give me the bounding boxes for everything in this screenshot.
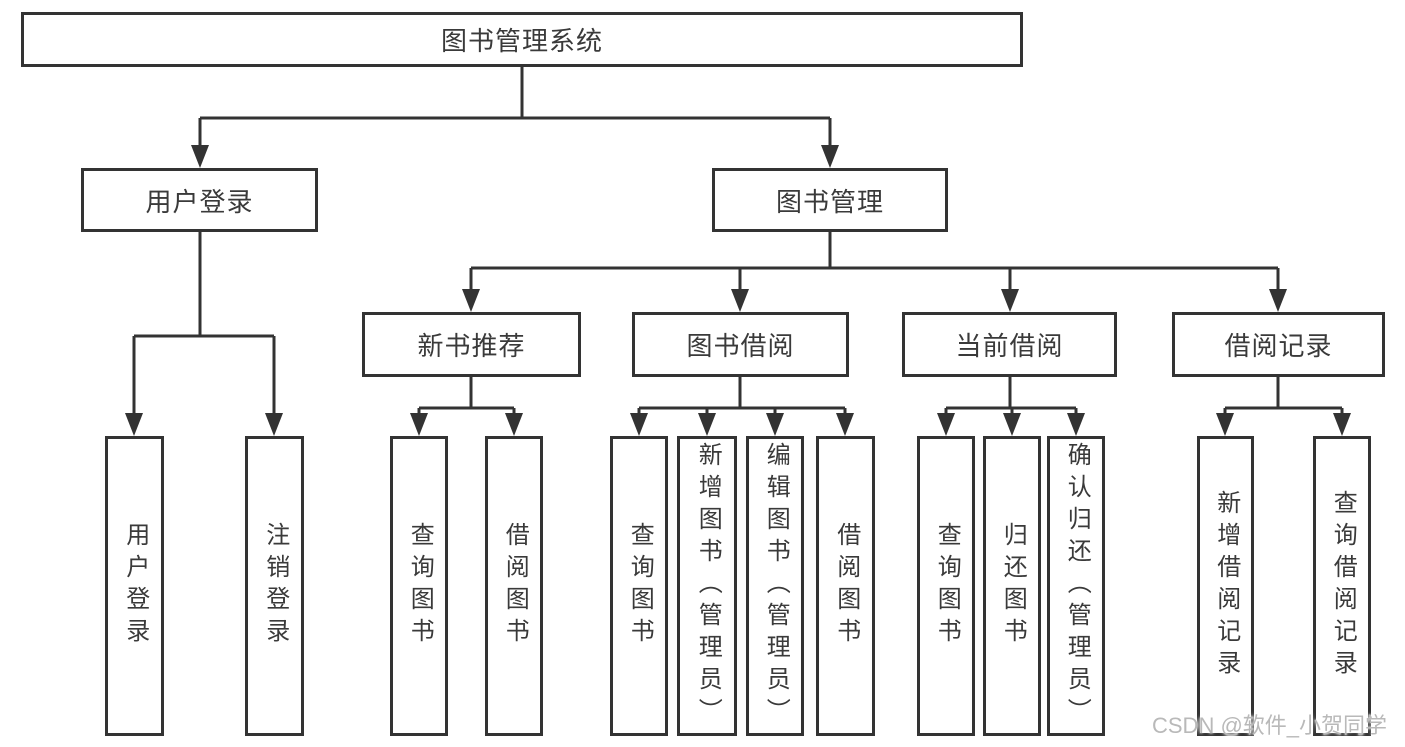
arrowhead-icon [1333, 413, 1351, 436]
leaf-edit-book-admin: 编辑图书（管理员） [746, 436, 804, 736]
arrowhead-icon [1216, 413, 1234, 436]
leaf-label: 确认归还（管理员） [1063, 442, 1091, 730]
leaf-label: 注销登录 [261, 522, 289, 650]
leaf-label: 借阅图书 [832, 522, 860, 650]
arrowhead-icon [821, 145, 839, 168]
leaf-label: 借阅图书 [501, 522, 529, 650]
connector-book-mgmt-branch [469, 232, 1280, 296]
arrowhead-icon [265, 413, 283, 436]
leaf-label: 查询图书 [626, 522, 654, 650]
leaf-label: 用户登录 [121, 522, 149, 650]
arrowhead-icon [505, 413, 523, 436]
connector-user-login-branch [132, 232, 276, 420]
leaf-query-books-borrowing: 查询图书 [610, 436, 668, 736]
arrowhead-icon [1269, 289, 1287, 312]
arrowhead-icon [1003, 413, 1021, 436]
leaf-label: 归还图书 [999, 522, 1027, 650]
arrowhead-icon [766, 413, 784, 436]
arrowhead-icon [630, 413, 648, 436]
arrowheads [125, 145, 1351, 436]
leaf-label: 查询图书 [406, 522, 434, 650]
leaf-logout: 注销登录 [245, 436, 304, 736]
arrowhead-icon [191, 145, 209, 168]
node-library-management-system: 图书管理系统 [21, 12, 1023, 67]
leaf-add-borrow-record: 新增借阅记录 [1197, 436, 1254, 736]
leaf-label: 编辑图书（管理员） [762, 442, 790, 730]
leaf-label: 查询图书 [933, 522, 961, 650]
node-book-borrowing: 图书借阅 [632, 312, 849, 377]
connector-root-to-level2 [198, 67, 832, 152]
arrowhead-icon [731, 289, 749, 312]
node-new-book-recommendation: 新书推荐 [362, 312, 581, 377]
arrowhead-icon [937, 413, 955, 436]
leaf-label: 查询借阅记录 [1329, 490, 1357, 682]
connector-paths [132, 67, 1344, 420]
connector-borrow-record-branch [1223, 377, 1344, 420]
node-borrowing-records: 借阅记录 [1172, 312, 1385, 377]
arrowhead-icon [462, 289, 480, 312]
arrowhead-icon [836, 413, 854, 436]
leaf-return-books: 归还图书 [983, 436, 1041, 736]
connector-book-borrow-branch [637, 377, 847, 420]
leaf-query-books-recommend: 查询图书 [390, 436, 448, 736]
csdn-watermark: CSDN @软件_小贺同学 [1152, 713, 1388, 738]
arrowhead-icon [1001, 289, 1019, 312]
arrowhead-icon [125, 413, 143, 436]
leaf-label: 新增借阅记录 [1212, 490, 1240, 682]
leaf-confirm-return-admin: 确认归还（管理员） [1047, 436, 1105, 736]
leaf-label: 新增图书（管理员） [694, 442, 722, 730]
leaf-borrow-books-borrowing: 借阅图书 [816, 436, 875, 736]
arrowhead-icon [1067, 413, 1085, 436]
node-current-borrowing: 当前借阅 [902, 312, 1117, 377]
node-user-login: 用户登录 [81, 168, 318, 232]
leaf-query-borrow-record: 查询借阅记录 [1313, 436, 1371, 736]
arrowhead-icon [410, 413, 428, 436]
arrowhead-icon [698, 413, 716, 436]
leaf-user-login: 用户登录 [105, 436, 164, 736]
node-book-management: 图书管理 [712, 168, 948, 232]
leaf-borrow-books-recommend: 借阅图书 [485, 436, 543, 736]
leaf-add-book-admin: 新增图书（管理员） [677, 436, 737, 736]
connector-new-book-branch [417, 377, 516, 420]
leaf-query-books-current: 查询图书 [917, 436, 975, 736]
